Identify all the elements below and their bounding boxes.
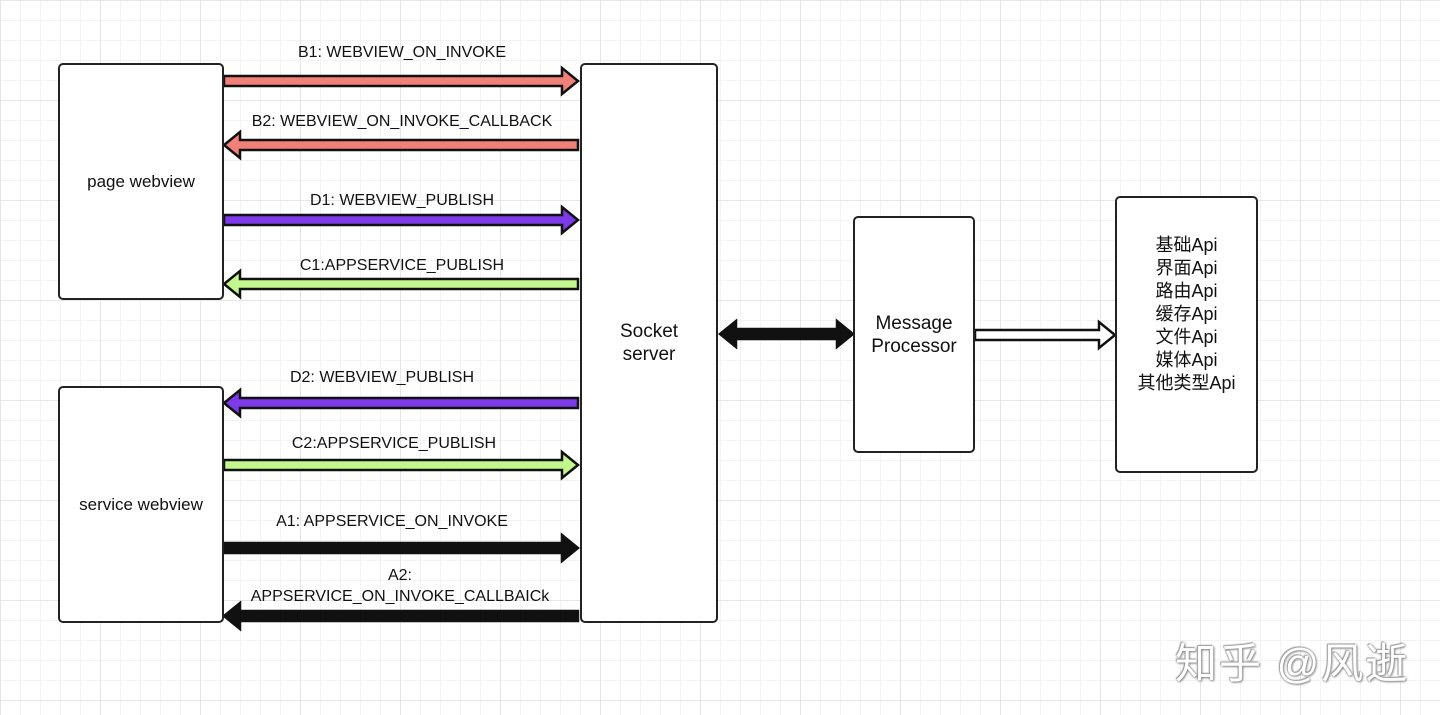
arrow-b2 [222, 129, 580, 161]
edge-label-c2: C2:APPSERVICE_PUBLISH [291, 435, 497, 452]
message-processor-label-line2: Processor [871, 335, 957, 357]
service-webview-label: service webview [79, 494, 203, 514]
api-item: 媒体Api [1155, 350, 1218, 370]
socket-server-node: Socket server [580, 63, 718, 623]
arrow-d1 [222, 204, 580, 236]
arrow-c2 [222, 449, 580, 481]
arrow-a2 [222, 600, 580, 632]
edge-label-a2-line2: APPSERVICE_ON_INVOKE_CALLBAICk [250, 588, 550, 605]
watermark: 知乎 @风逝 [1175, 640, 1410, 687]
socket-server-label-line2: server [622, 344, 676, 365]
edge-label-d1: D1: WEBVIEW_PUBLISH [309, 192, 495, 209]
api-item: 基础Api [1155, 235, 1218, 255]
edge-label-b1: B1: WEBVIEW_ON_INVOKE [297, 44, 507, 61]
arrow-socket-to-processor [718, 318, 855, 350]
message-processor-label-line1: Message [875, 312, 953, 334]
api-list-node: 基础Api 界面Api 路由Api 缓存Api 文件Api 媒体Api 其他类型… [1115, 196, 1258, 473]
message-processor-node: Message Processor [853, 216, 975, 453]
api-item: 缓存Api [1155, 304, 1218, 324]
arrow-b1 [222, 65, 580, 97]
socket-server-label-line1: Socket [619, 321, 679, 342]
page-webview-label: page webview [87, 171, 195, 191]
api-item: 其他类型Api [1137, 373, 1236, 393]
arrow-processor-to-api [973, 319, 1117, 351]
arrow-a1 [222, 532, 580, 564]
edge-label-d2: D2: WEBVIEW_PUBLISH [289, 369, 475, 386]
edge-label-a1: A1: APPSERVICE_ON_INVOKE [276, 513, 508, 530]
api-item: 界面Api [1155, 258, 1218, 278]
edge-label-b2: B2: WEBVIEW_ON_INVOKE_CALLBACK [251, 113, 553, 130]
service-webview-node: service webview [58, 386, 224, 623]
api-item: 文件Api [1155, 327, 1218, 347]
page-webview-node: page webview [58, 63, 224, 300]
edge-label-a2-line1: A2: [387, 567, 412, 584]
edge-label-c1: C1:APPSERVICE_PUBLISH [299, 257, 505, 274]
arrow-d2 [222, 387, 580, 419]
api-list: 基础Api 界面Api 路由Api 缓存Api 文件Api 媒体Api 其他类型… [1137, 234, 1235, 395]
api-item: 路由Api [1155, 281, 1218, 301]
arrow-c1 [222, 268, 580, 300]
